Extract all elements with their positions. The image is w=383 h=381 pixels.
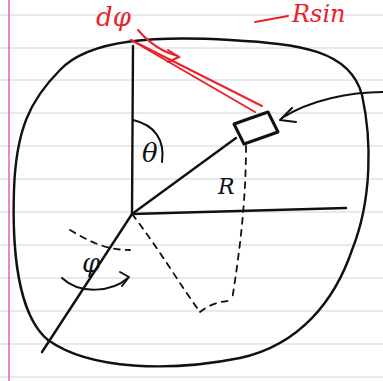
phi-arc bbox=[62, 278, 128, 290]
ruled-lines bbox=[0, 15, 383, 377]
phi-arrowhead bbox=[120, 272, 129, 286]
drop-line bbox=[232, 146, 246, 300]
sphere-outline bbox=[14, 38, 369, 366]
projection-line bbox=[132, 214, 200, 312]
radius-line bbox=[132, 138, 236, 214]
z-axis bbox=[132, 46, 133, 214]
angle-label: θ bbox=[142, 140, 158, 166]
area-element bbox=[234, 112, 278, 144]
label-arrowhead bbox=[168, 50, 179, 62]
base-dash bbox=[200, 300, 232, 312]
radius-label: R bbox=[218, 176, 235, 198]
angle-label: φ bbox=[82, 250, 100, 276]
length-label: Rsin bbox=[292, 2, 346, 26]
angle-label: dφ bbox=[96, 4, 131, 30]
y-axis bbox=[132, 208, 346, 214]
margin-line bbox=[8, 0, 10, 381]
dash-mark bbox=[255, 16, 288, 22]
arc-element-line bbox=[131, 40, 255, 112]
equator-dash bbox=[70, 230, 130, 250]
pointer-line bbox=[282, 92, 383, 118]
pointer-arrowhead bbox=[280, 108, 296, 122]
arc-element-line bbox=[131, 40, 262, 106]
x-axis bbox=[42, 214, 132, 352]
